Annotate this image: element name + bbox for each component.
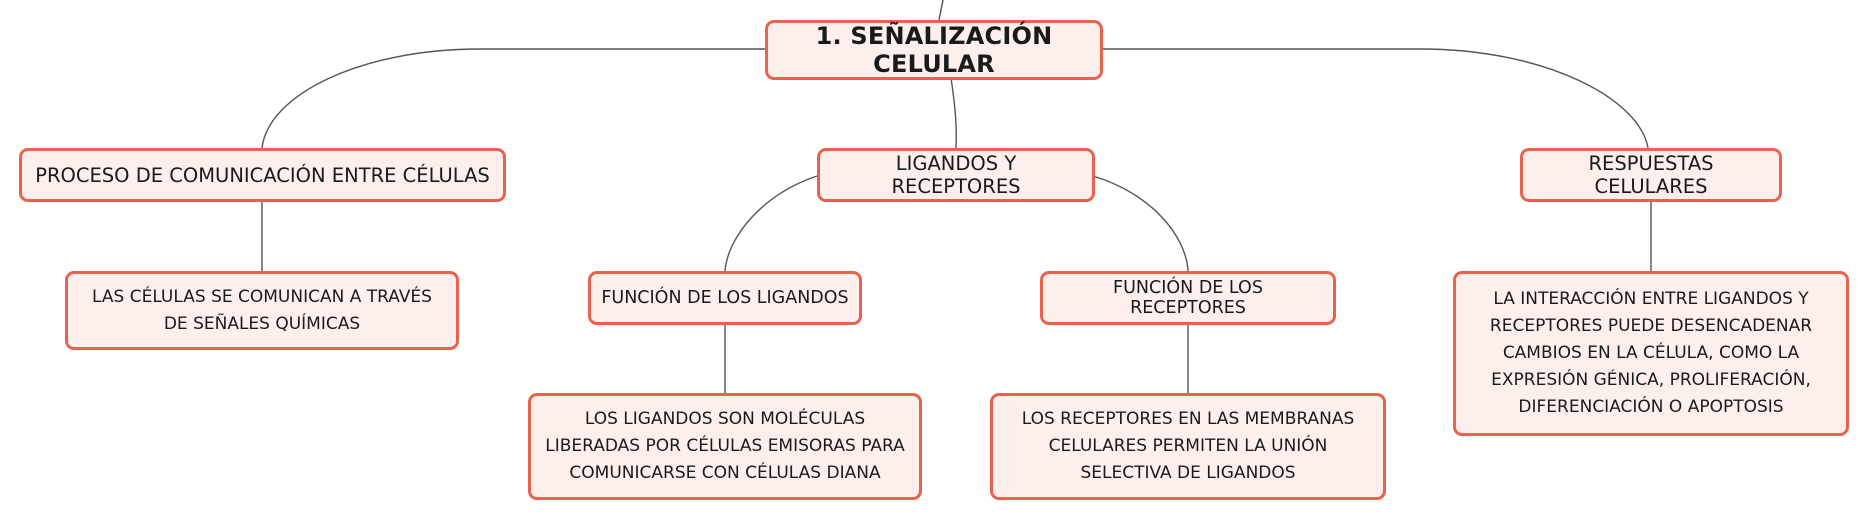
detail-respuestas-celulares-text: LA INTERACCIÓN ENTRE LIGANDOS Y RECEPTOR… <box>1489 289 1813 417</box>
detail-funcion-receptores[interactable]: LOS RECEPTORES EN LAS MEMBRANAS CELULARE… <box>990 393 1386 500</box>
root-topic-label: 1. SEÑALIZACIÓN CELULAR <box>815 22 1053 78</box>
topic-respuestas-celulares[interactable]: RESPUESTAS CELULARES <box>1520 148 1782 202</box>
topic-respuestas-celulares-label: RESPUESTAS CELULARES <box>1588 152 1714 198</box>
topic-funcion-ligandos[interactable]: FUNCIÓN DE LOS LIGANDOS <box>588 271 862 325</box>
topic-funcion-ligandos-label: FUNCIÓN DE LOS LIGANDOS <box>601 288 849 308</box>
topic-proceso-comunicacion[interactable]: PROCESO DE COMUNICACIÓN ENTRE CÉLULAS <box>19 148 506 202</box>
detail-funcion-ligandos[interactable]: LOS LIGANDOS SON MOLÉCULAS LIBERADAS POR… <box>528 393 922 500</box>
topic-proceso-comunicacion-label: PROCESO DE COMUNICACIÓN ENTRE CÉLULAS <box>35 163 490 187</box>
connector-root-proceso <box>261 48 767 149</box>
detail-funcion-ligandos-text: LOS LIGANDOS SON MOLÉCULAS LIBERADAS POR… <box>545 409 905 483</box>
connector-ligrec-funrec <box>1092 175 1189 272</box>
topic-funcion-receptores[interactable]: FUNCIÓN DE LOS RECEPTORES <box>1040 271 1336 325</box>
connector-root-ligandos <box>950 77 957 149</box>
detail-funcion-receptores-text: LOS RECEPTORES EN LAS MEMBRANAS CELULARE… <box>1021 409 1355 483</box>
connector-root-parent <box>938 0 944 21</box>
connector-root-respuestas <box>1103 48 1649 149</box>
detail-proceso-comunicacion[interactable]: LAS CÉLULAS SE COMUNICAN A TRAVÉS DE SEÑ… <box>65 271 459 350</box>
topic-ligandos-receptores-label: LIGANDOS Y RECEPTORES <box>891 152 1021 198</box>
root-topic[interactable]: 1. SEÑALIZACIÓN CELULAR <box>765 20 1103 80</box>
topic-ligandos-receptores[interactable]: LIGANDOS Y RECEPTORES <box>817 148 1095 202</box>
detail-proceso-comunicacion-text: LAS CÉLULAS SE COMUNICAN A TRAVÉS DE SEÑ… <box>92 286 432 334</box>
connector-ligrec-funlig <box>724 175 818 272</box>
detail-respuestas-celulares[interactable]: LA INTERACCIÓN ENTRE LIGANDOS Y RECEPTOR… <box>1453 271 1849 436</box>
topic-funcion-receptores-label: FUNCIÓN DE LOS RECEPTORES <box>1113 278 1263 318</box>
